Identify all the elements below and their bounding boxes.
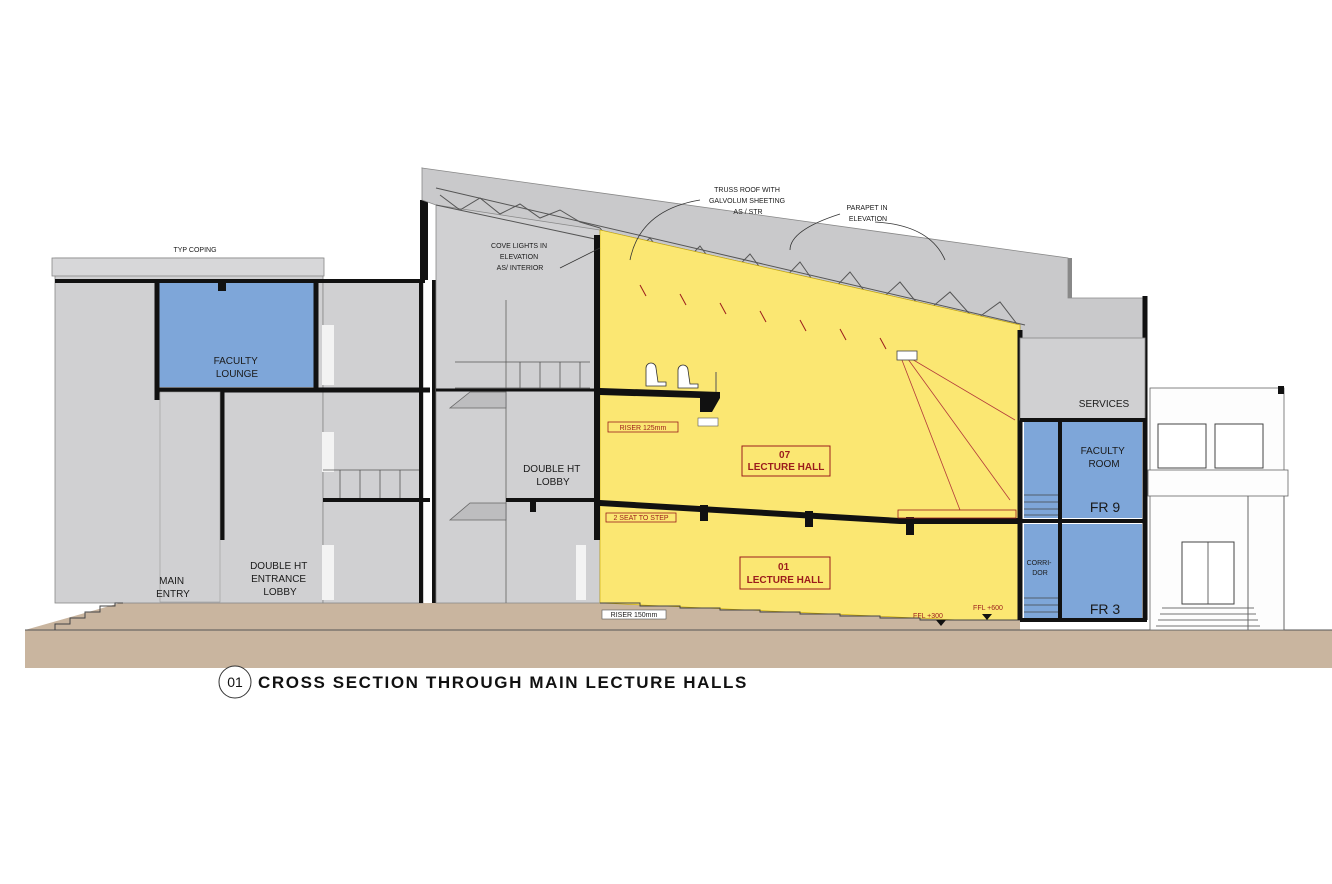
services-label: SERVICES bbox=[1079, 399, 1130, 410]
stepped-floor bbox=[600, 602, 1020, 621]
leader-line bbox=[559, 199, 946, 269]
riser-tag bbox=[607, 421, 679, 433]
section-number: 01 bbox=[227, 674, 243, 690]
door-opening bbox=[322, 432, 334, 472]
entry-steps bbox=[54, 602, 123, 630]
seat bbox=[645, 362, 699, 389]
beam bbox=[700, 505, 708, 521]
riser-tag bbox=[601, 609, 667, 620]
parapet bbox=[1068, 258, 1072, 298]
fr3-label: FR 3 bbox=[1090, 601, 1121, 617]
adjacent-parapet bbox=[1278, 386, 1284, 394]
ground-mound bbox=[25, 603, 1020, 630]
lobby-block bbox=[421, 167, 601, 604]
typ-coping-label: TYP COPING bbox=[173, 247, 216, 254]
services-block bbox=[1019, 337, 1146, 421]
faculty-room-label: FACULTY ROOM bbox=[1081, 446, 1128, 470]
section-number-circle bbox=[218, 665, 252, 699]
parapet-label: PARAPET IN ELEVATION bbox=[847, 205, 890, 223]
cove-light bbox=[639, 284, 887, 350]
stage-edge bbox=[897, 509, 1017, 519]
ground-band bbox=[25, 630, 1332, 668]
hall-label-box bbox=[741, 445, 831, 477]
door-opening bbox=[576, 545, 586, 600]
column-pair bbox=[419, 280, 423, 603]
beam bbox=[218, 281, 226, 291]
main-entry-label: MAIN ENTRY bbox=[156, 576, 190, 600]
window-strip bbox=[159, 391, 221, 603]
column-pair bbox=[420, 200, 428, 280]
mid-left-block bbox=[322, 279, 424, 604]
cove-lights-label: COVE LIGHTS IN ELEVATION AS/ INTERIOR bbox=[491, 243, 549, 272]
upper-balcony bbox=[600, 388, 720, 412]
lobby-railing-upper bbox=[455, 361, 590, 389]
corridor-label: CORRI- DOR bbox=[1027, 560, 1054, 577]
left-coping bbox=[51, 257, 325, 277]
fr3-room bbox=[1024, 524, 1142, 620]
double-ht-lobby-label: DOUBLE HT LOBBY bbox=[523, 464, 583, 488]
faculty-room bbox=[1024, 422, 1142, 518]
column-pair bbox=[432, 280, 436, 603]
lecture-hall-07-label: 07 LECTURE HALL bbox=[748, 450, 825, 473]
window bbox=[1157, 423, 1207, 469]
riser-lower-label: RISER 150mm bbox=[611, 612, 658, 619]
adjacent-steps bbox=[1156, 607, 1260, 627]
hall-label-box bbox=[739, 556, 831, 590]
section-title: CROSS SECTION THROUGH MAIN LECTURE HALLS bbox=[258, 673, 748, 692]
faculty-lounge-label: FACULTY LOUNGE bbox=[214, 356, 261, 380]
window bbox=[1214, 423, 1264, 469]
fr9-label: FR 9 bbox=[1090, 499, 1121, 515]
door-opening bbox=[322, 545, 334, 600]
beam bbox=[906, 517, 914, 535]
door-opening bbox=[322, 325, 334, 385]
lobby-balcony-lower bbox=[448, 502, 507, 521]
level-marker bbox=[936, 620, 946, 626]
level-marker bbox=[982, 614, 992, 620]
sightline bbox=[899, 354, 1016, 511]
projector bbox=[896, 350, 918, 361]
ffl-300-label: FFL +300 bbox=[913, 613, 943, 620]
truss-roof-label: TRUSS ROOF WITH GALVOLUM SHEETING AS / S… bbox=[709, 187, 787, 216]
ffl-600-label: FFL +600 bbox=[973, 605, 1003, 612]
riser-tag bbox=[697, 417, 719, 427]
lobby-balcony-upper bbox=[448, 391, 507, 409]
beam bbox=[530, 500, 536, 512]
double-ht-entrance-lobby-label: DOUBLE HT ENTRANCE LOBBY bbox=[250, 561, 310, 598]
riser-tag bbox=[605, 512, 677, 523]
faculty-lounge-room bbox=[158, 283, 316, 387]
riser-mid-label: 2 SEAT TO STEP bbox=[613, 515, 668, 522]
lecture-hall-01-label: 01 LECTURE HALL bbox=[747, 562, 824, 586]
beam bbox=[805, 511, 813, 527]
service-stair bbox=[1024, 494, 1058, 613]
riser-upper-label: RISER 125mm bbox=[620, 425, 667, 432]
adjacent-cornice bbox=[1147, 469, 1289, 497]
